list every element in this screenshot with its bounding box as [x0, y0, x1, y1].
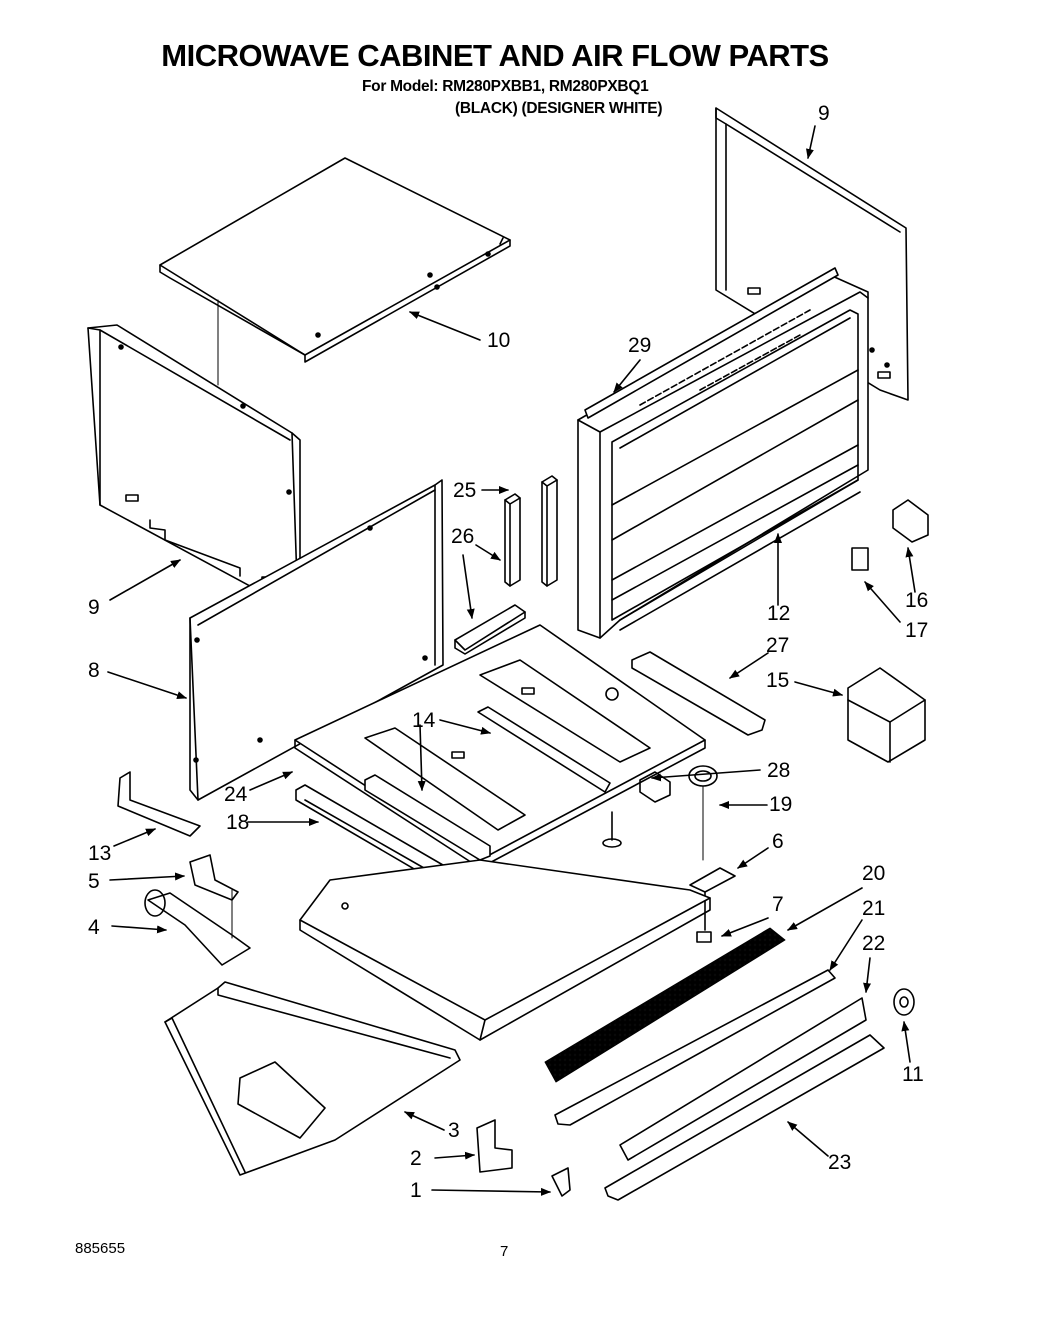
callout-10: 10 [487, 329, 511, 352]
part-20-mesh-grille [544, 927, 786, 1083]
callout-27: 27 [766, 634, 790, 657]
callout-9-right: 9 [818, 102, 830, 125]
page-title: MICROWAVE CABINET AND AIR FLOW PARTS [161, 38, 829, 73]
part-12-front-frame [577, 267, 869, 639]
part-11-washer [893, 988, 915, 1016]
part-25-26-spacer-blocks [504, 475, 558, 587]
document-number: 885655 [75, 1240, 126, 1257]
callout-23: 23 [828, 1151, 852, 1174]
parts-15-16-17 [847, 499, 929, 763]
part-9-left-side-panel [87, 324, 301, 613]
callout-14: 14 [412, 709, 436, 732]
callout-18: 18 [226, 811, 250, 834]
callout-7: 7 [772, 893, 784, 916]
model-line: For Model: RM280PXBB1, RM280PXBQ1 [362, 78, 649, 95]
trim-parts [554, 969, 885, 1201]
callout-26: 26 [451, 525, 475, 548]
callout-20: 20 [862, 862, 886, 885]
callout-19: 19 [769, 793, 793, 816]
callout-15: 15 [766, 669, 790, 692]
callout-22: 22 [862, 932, 886, 955]
callout-17: 17 [905, 619, 929, 642]
callout-28: 28 [767, 759, 791, 782]
part-19-grommet [688, 765, 718, 787]
leader-lines [107, 125, 916, 1196]
callout-2: 2 [410, 1147, 422, 1170]
part-24-baffle-plate [294, 624, 706, 869]
callout-5: 5 [88, 870, 100, 893]
parts-1-2 [476, 1119, 571, 1197]
callout-9-left: 9 [88, 596, 100, 619]
variant-line: (BLACK) (DESIGNER WHITE) [455, 100, 663, 117]
callout-21: 21 [862, 897, 886, 920]
callout-12: 12 [767, 602, 791, 625]
part-10-top-panel [159, 157, 511, 386]
part-8-side-panel [189, 479, 444, 801]
small-brackets [117, 771, 251, 966]
callout-11: 11 [902, 1063, 924, 1086]
part-3-lower-assembly [164, 981, 461, 1176]
callout-1: 1 [410, 1179, 422, 1202]
callout-16: 16 [905, 589, 929, 612]
callout-4: 4 [88, 916, 100, 939]
callout-6: 6 [772, 830, 784, 853]
callout-8: 8 [88, 659, 100, 682]
page-number: 7 [500, 1243, 509, 1260]
callout-29: 29 [628, 334, 652, 357]
callout-13: 13 [88, 842, 112, 865]
rail-parts [295, 604, 766, 888]
callout-25: 25 [453, 479, 477, 502]
base-pan [299, 859, 711, 1041]
callout-3: 3 [448, 1119, 460, 1142]
callout-24: 24 [224, 783, 248, 806]
